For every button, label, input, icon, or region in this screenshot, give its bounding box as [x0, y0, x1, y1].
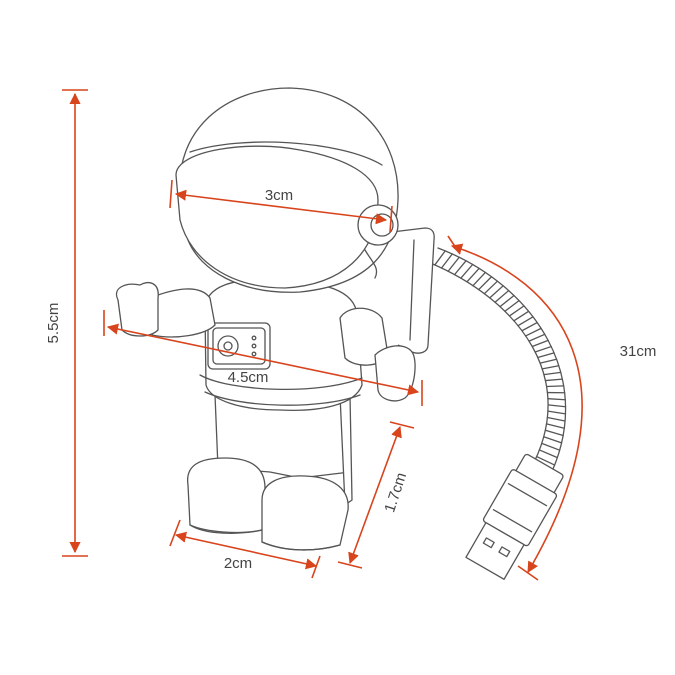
cable-coil-ridge: [539, 358, 558, 364]
helmet-width-dimension: [169, 179, 393, 233]
cable-coil-ridge: [453, 260, 467, 276]
usb-plug: [465, 453, 564, 580]
foot-depth-dimension: [337, 421, 415, 569]
cable-coil-ridge: [544, 378, 564, 382]
cable-coil-ridge: [472, 271, 487, 287]
cable-coil-ridge: [543, 436, 563, 444]
cable-coil-ridge: [547, 410, 567, 415]
arm-span-dimension: [103, 310, 423, 406]
cable-coil-ridge: [546, 416, 566, 422]
cable-coil-ridge: [545, 423, 565, 429]
cable-coil-ridge: [466, 267, 480, 283]
legs: [187, 394, 353, 551]
cable-coil-ridge: [545, 385, 565, 388]
cable-coil-ridge: [534, 345, 552, 353]
cable-coil-ridge: [460, 263, 474, 279]
cable-coil-ridge: [483, 280, 499, 295]
cable-coil-ridge: [547, 404, 567, 408]
cable-coil-ridge: [499, 294, 515, 308]
cable-coil-ridge: [489, 285, 504, 299]
cable-coil-ridge: [447, 256, 460, 272]
cable-coil-ridge: [434, 250, 446, 266]
cable-coil-ridge: [528, 333, 546, 342]
left-arm: [115, 282, 216, 338]
astronaut-drawing: [115, 87, 567, 580]
cable-coil-ridge: [547, 398, 566, 401]
chest-control-box: [207, 322, 271, 370]
height-label: 5.5cm: [45, 303, 62, 344]
cable-coil-ridge: [538, 449, 559, 459]
cable-coil-ridge: [504, 299, 520, 312]
cable-coil-ridge: [440, 253, 453, 269]
cable-coil-ridge: [536, 455, 556, 466]
foot-width-label: 2cm: [224, 555, 252, 572]
backpack: [391, 227, 435, 354]
cable-coil-ridge: [517, 316, 534, 327]
foot-depth-label: 1.7cm: [381, 471, 410, 515]
cable-coil-ridge: [525, 327, 542, 337]
dimension-annotations: [62, 89, 583, 581]
arm-span-label: 4.5cm: [228, 369, 269, 386]
cable-coil-ridge: [543, 371, 562, 376]
cable-coil-ridge: [541, 442, 561, 451]
cable-coil-ridge: [541, 365, 560, 370]
cable-coil-ridge: [544, 429, 564, 437]
cable-coil-ridge: [494, 289, 510, 303]
cable-coil-ridge: [478, 276, 493, 291]
foot-width-dimension: [169, 519, 321, 579]
cable-coil-ridge: [513, 310, 530, 322]
gooseneck-cable: [427, 247, 567, 481]
helmet-width-label: 3cm: [265, 187, 293, 204]
cable-coil-ridge: [531, 339, 549, 348]
cable-length-dimension: [447, 235, 583, 581]
cable-length-label: 31cm: [620, 343, 657, 360]
height-dimension: [62, 89, 88, 557]
cable-coil-ridge: [521, 321, 538, 332]
cable-coil-ridge: [537, 352, 555, 359]
torso: [199, 279, 363, 411]
cable-coil-ridge: [508, 305, 525, 317]
